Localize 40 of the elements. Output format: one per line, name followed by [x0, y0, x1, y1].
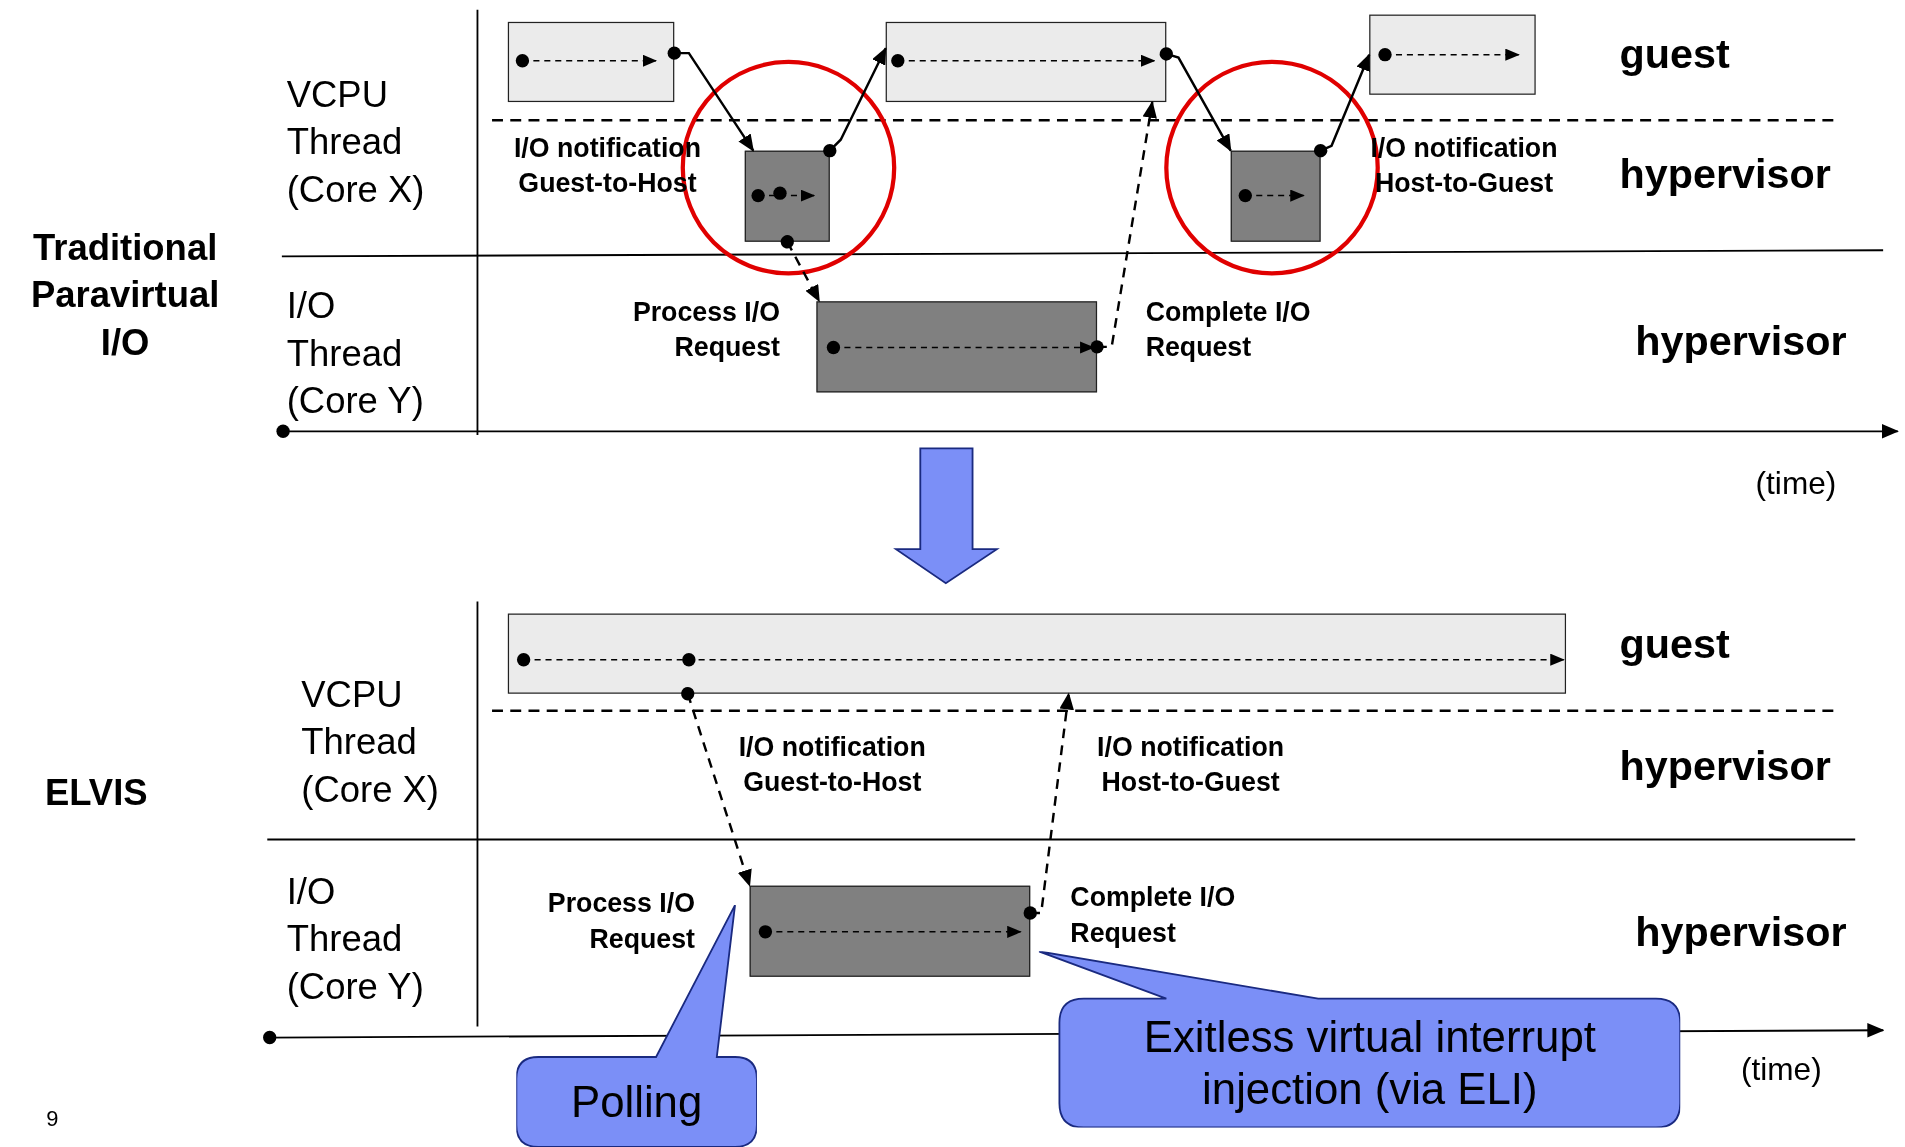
- guest-time-box: [1369, 14, 1536, 95]
- hypervisor-time-box: [816, 301, 1098, 393]
- thread-label: I/O Thread (Core Y): [286, 871, 424, 1006]
- section-label: Traditional Paravirtual I/O: [30, 227, 220, 363]
- dashed-arrow: [1023, 692, 1074, 920]
- arrow: [823, 47, 887, 158]
- annotation: I/O notification Guest-to-Host: [738, 731, 926, 797]
- annotation: Complete I/O Request: [1145, 296, 1311, 362]
- annotation: Process I/O Request: [547, 888, 695, 954]
- arrow: [667, 46, 755, 152]
- page-number: 9: [46, 1106, 59, 1132]
- layer-label: guest: [1619, 620, 1730, 667]
- section-label: ELVIS: [44, 772, 148, 813]
- annotation: Process I/O Request: [632, 296, 780, 362]
- hypervisor-time-box: [749, 885, 1031, 977]
- layer-label: hypervisor: [1619, 150, 1831, 197]
- dashed-arrow: [681, 687, 752, 887]
- guest-time-box: [885, 21, 1167, 103]
- block-arrow: [893, 447, 1000, 585]
- thread-label: I/O Thread (Core Y): [286, 285, 424, 421]
- time-label: (time): [1755, 465, 1837, 502]
- thread-label: VCPU Thread (Core X): [286, 74, 425, 209]
- hypervisor-time-box: [1230, 150, 1321, 242]
- annotation: Complete I/O Request: [1070, 882, 1236, 948]
- time-label: (time): [1741, 1050, 1822, 1088]
- layer-label: guest: [1619, 30, 1730, 77]
- arrow: [1313, 53, 1371, 158]
- callout-text: Exitless virtual interrupt injection (via ELI): [1142, 1010, 1597, 1116]
- guest-time-box: [507, 613, 1567, 694]
- layer-label: hypervisor: [1635, 317, 1847, 364]
- dashed-arrow: [1090, 100, 1157, 354]
- layer-label: hypervisor: [1619, 742, 1831, 789]
- thread-label: VCPU Thread (Core X): [301, 674, 439, 810]
- callout-text: Polling: [570, 1075, 703, 1129]
- guest-time-box: [507, 21, 675, 103]
- annotation: I/O notification Host-to-Guest: [1097, 731, 1285, 797]
- dashed-arrow: [780, 235, 821, 303]
- arrow: [1159, 47, 1232, 152]
- layer-label: hypervisor: [1635, 908, 1847, 955]
- hypervisor-time-box: [744, 150, 830, 242]
